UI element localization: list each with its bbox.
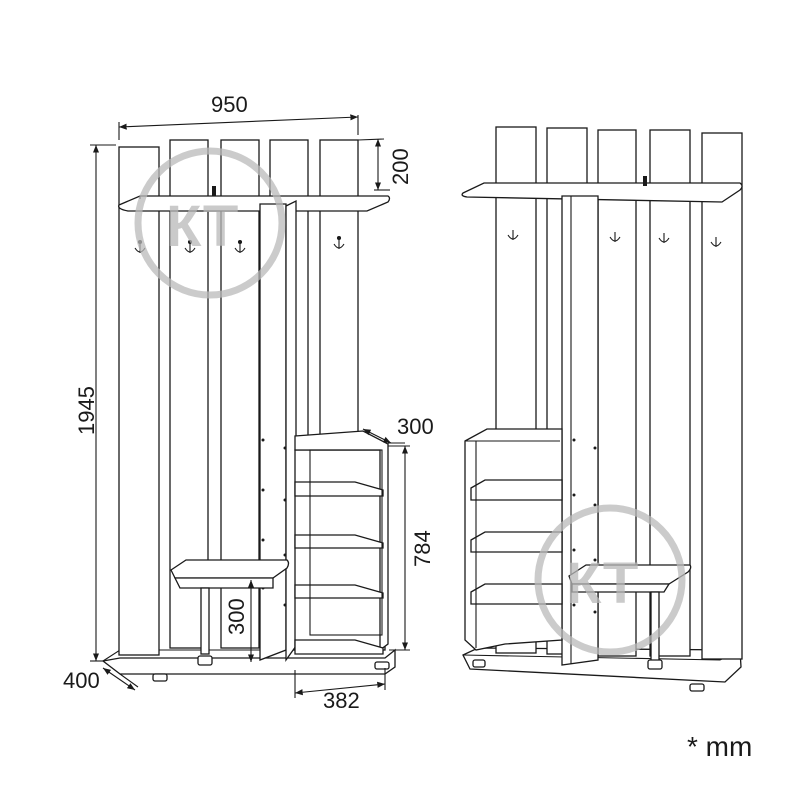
dim-total-height-label: 1945 (74, 386, 99, 435)
dim-width-label: 950 (211, 92, 248, 117)
left-shelf-unit (294, 430, 389, 655)
left-foot (152, 673, 168, 682)
coat-hook-icon (184, 239, 196, 253)
left-base-plinth (101, 648, 396, 675)
watermark-text: КТ (566, 551, 638, 616)
left-divider-holes (261, 438, 287, 607)
coat-hook-icon (507, 230, 519, 240)
dim-shelf-unit-width-label: 382 (323, 688, 360, 713)
left-seat (170, 559, 290, 579)
left-hallway-view (101, 139, 396, 682)
left-foot (374, 661, 390, 670)
left-top-shelf-bracket (212, 186, 216, 196)
unit-note: * mm (687, 731, 753, 762)
dim-shelf-depth-label: 300 (397, 414, 434, 439)
left-top-shelf (118, 195, 391, 212)
watermark-text: КТ (166, 194, 238, 259)
dim-shelf-unit-height-label: 784 (410, 530, 435, 567)
dim-depth-label: 400 (63, 668, 100, 693)
right-seat-leg (650, 591, 660, 663)
dim-top-panel-label: 200 (388, 148, 413, 185)
coat-hook-icon (609, 232, 621, 242)
right-foot (689, 683, 705, 692)
right-divider-holes (572, 438, 597, 614)
dim-seat-height-label: 300 (224, 598, 249, 635)
coat-hook-icon (333, 235, 345, 249)
right-top-shelf (461, 182, 743, 203)
right-panel (701, 132, 743, 660)
watermark-logo: КТ (134, 147, 286, 299)
coat-hook-icon (710, 237, 722, 247)
left-seat-leg (200, 587, 210, 655)
coat-hook-icon (658, 233, 670, 243)
dimension-lines (90, 114, 410, 698)
left-panel (319, 139, 359, 441)
watermark-logo: КТ (534, 504, 686, 656)
coat-hook-icon (234, 239, 246, 253)
right-hallway-view (461, 126, 743, 692)
